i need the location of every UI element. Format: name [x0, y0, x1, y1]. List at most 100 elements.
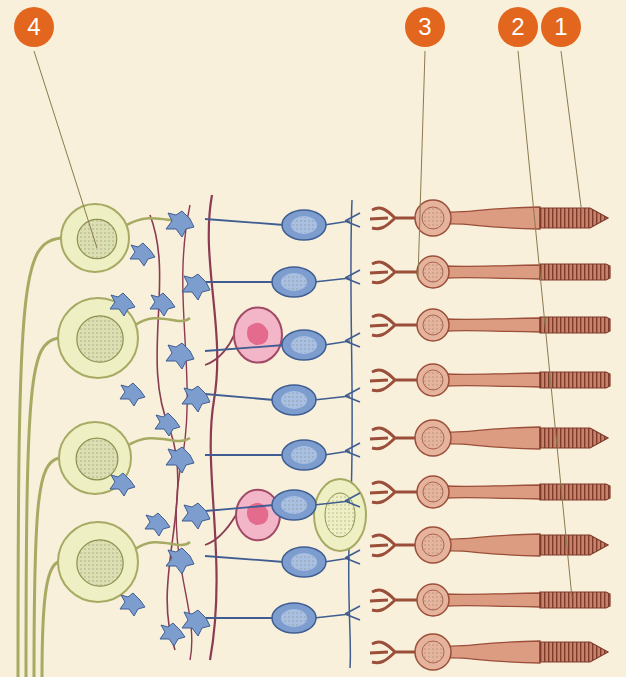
photoreceptor-outer-segment: [540, 317, 610, 333]
photoreceptor-terminal: [370, 642, 418, 663]
bipolar-terminal: [120, 383, 145, 406]
bipolar-nucleus-texture: [282, 610, 306, 626]
photoreceptor-nucleus-inner: [423, 482, 443, 502]
bipolar-axon: [205, 454, 284, 456]
callout-number: 3: [418, 15, 431, 39]
bipolar-axon: [205, 505, 274, 511]
photoreceptor-terminal: [370, 370, 418, 391]
ganglion-nucleus: [77, 316, 123, 362]
bipolar-terminal: [166, 343, 194, 369]
bipolar-dendrite: [324, 443, 360, 457]
photoreceptor-nucleus-inner: [422, 534, 444, 556]
ganglion-dendrite: [127, 438, 190, 446]
photoreceptor-inner-segment: [448, 534, 540, 556]
ganglion-axon: [34, 458, 59, 677]
bipolar-terminal: [150, 293, 175, 316]
amacrine-cell: [236, 490, 280, 541]
ganglion-nucleus-texture: [78, 541, 123, 586]
muller-nucleus: [325, 493, 355, 537]
photoreceptor-outer-segment: [540, 535, 608, 555]
photoreceptor-inner-segment: [448, 641, 540, 663]
photoreceptor-nucleus-inner: [423, 262, 443, 282]
ganglion-cell: [61, 204, 129, 272]
ganglion-nucleus-texture: [78, 220, 116, 258]
bipolar-cell: [272, 267, 316, 297]
photoreceptor-nucleus-inner: [423, 315, 443, 335]
photoreceptor-nucleus: [417, 309, 449, 341]
bipolar-terminal: [166, 447, 194, 473]
leader-line: [518, 51, 572, 598]
ganglion-axon: [18, 238, 61, 677]
bipolar-cell: [282, 210, 326, 240]
photoreceptor-inner-segment: [448, 427, 540, 449]
photoreceptor-inner-segment: [448, 485, 540, 499]
bipolar-nucleus-texture: [292, 217, 316, 233]
bipolar-cell: [282, 440, 326, 470]
bipolar-terminal: [182, 610, 210, 636]
photoreceptor-terminal: [370, 315, 418, 336]
bipolar-dendrite: [314, 493, 360, 507]
ganglion-axon: [26, 338, 58, 677]
bipolar-axon: [205, 394, 274, 400]
photoreceptor-nucleus: [415, 634, 451, 670]
bipolar-nucleus: [281, 496, 307, 514]
photoreceptor-nucleus: [417, 584, 449, 616]
photoreceptor-nucleus: [415, 420, 451, 456]
bipolar-axon: [205, 281, 274, 283]
bipolar-terminal: [110, 473, 135, 496]
bipolar-cell: [282, 547, 326, 577]
leader-line: [561, 51, 582, 214]
bipolar-nucleus-texture: [292, 337, 316, 353]
callout-circle: 4: [14, 7, 54, 47]
bipolar-terminal: [160, 623, 185, 646]
bipolar-dendrite: [314, 270, 360, 284]
photoreceptor-nucleus-inner: [422, 427, 444, 449]
photoreceptor-inner-segment: [448, 373, 540, 387]
photoreceptor-inner-segment: [448, 318, 540, 332]
bipolar-axon: [205, 219, 284, 225]
callout-circle: 2: [498, 7, 538, 47]
amacrine-process: [150, 215, 178, 650]
bipolar-terminal: [120, 593, 145, 616]
callout-number: 1: [554, 15, 567, 39]
bipolar-cell: [272, 603, 316, 633]
bipolar-cell: [272, 490, 316, 520]
photoreceptor-nucleus-inner: [423, 590, 443, 610]
photoreceptor-outer-segment: [540, 592, 610, 608]
photoreceptor-outer-segment: [540, 642, 608, 662]
bipolar-nucleus: [291, 553, 317, 571]
ganglion-nucleus-texture: [77, 439, 117, 479]
amacrine-nucleus: [247, 323, 268, 345]
photoreceptor-nucleus: [415, 527, 451, 563]
bipolar-dendrite: [324, 333, 360, 347]
bipolar-dendrite: [314, 388, 360, 402]
ganglion-nucleus: [77, 219, 116, 258]
bipolar-terminal: [110, 293, 135, 316]
bipolar-dendrite: [324, 213, 360, 227]
amacrine-process: [176, 205, 192, 660]
photoreceptor-outer-segment: [540, 264, 610, 280]
ganglion-dendrite: [134, 318, 190, 326]
bipolar-nucleus: [291, 216, 317, 234]
muller-cell: [314, 479, 366, 551]
photoreceptor-terminal: [370, 590, 418, 611]
bipolar-nucleus: [281, 391, 307, 409]
leader-line: [34, 51, 97, 248]
ganglion-cell: [58, 522, 138, 602]
photoreceptor-terminal: [370, 428, 418, 449]
bipolar-nucleus-texture: [282, 274, 306, 290]
photoreceptor-nucleus-inner: [422, 641, 444, 663]
callout-circle: 1: [541, 7, 581, 47]
photoreceptor-outer-segment: [540, 428, 608, 448]
bipolar-dendrite: [324, 550, 360, 564]
bipolar-terminal: [145, 513, 170, 536]
bipolar-terminal: [182, 386, 210, 412]
bipolar-nucleus-texture: [282, 497, 306, 513]
bipolar-terminal: [166, 211, 194, 237]
ganglion-nucleus-texture: [78, 317, 123, 362]
bipolar-dendrite: [314, 606, 360, 620]
bipolar-terminal: [130, 243, 155, 266]
bipolar-terminal: [182, 503, 210, 529]
bipolar-terminal: [155, 413, 180, 436]
